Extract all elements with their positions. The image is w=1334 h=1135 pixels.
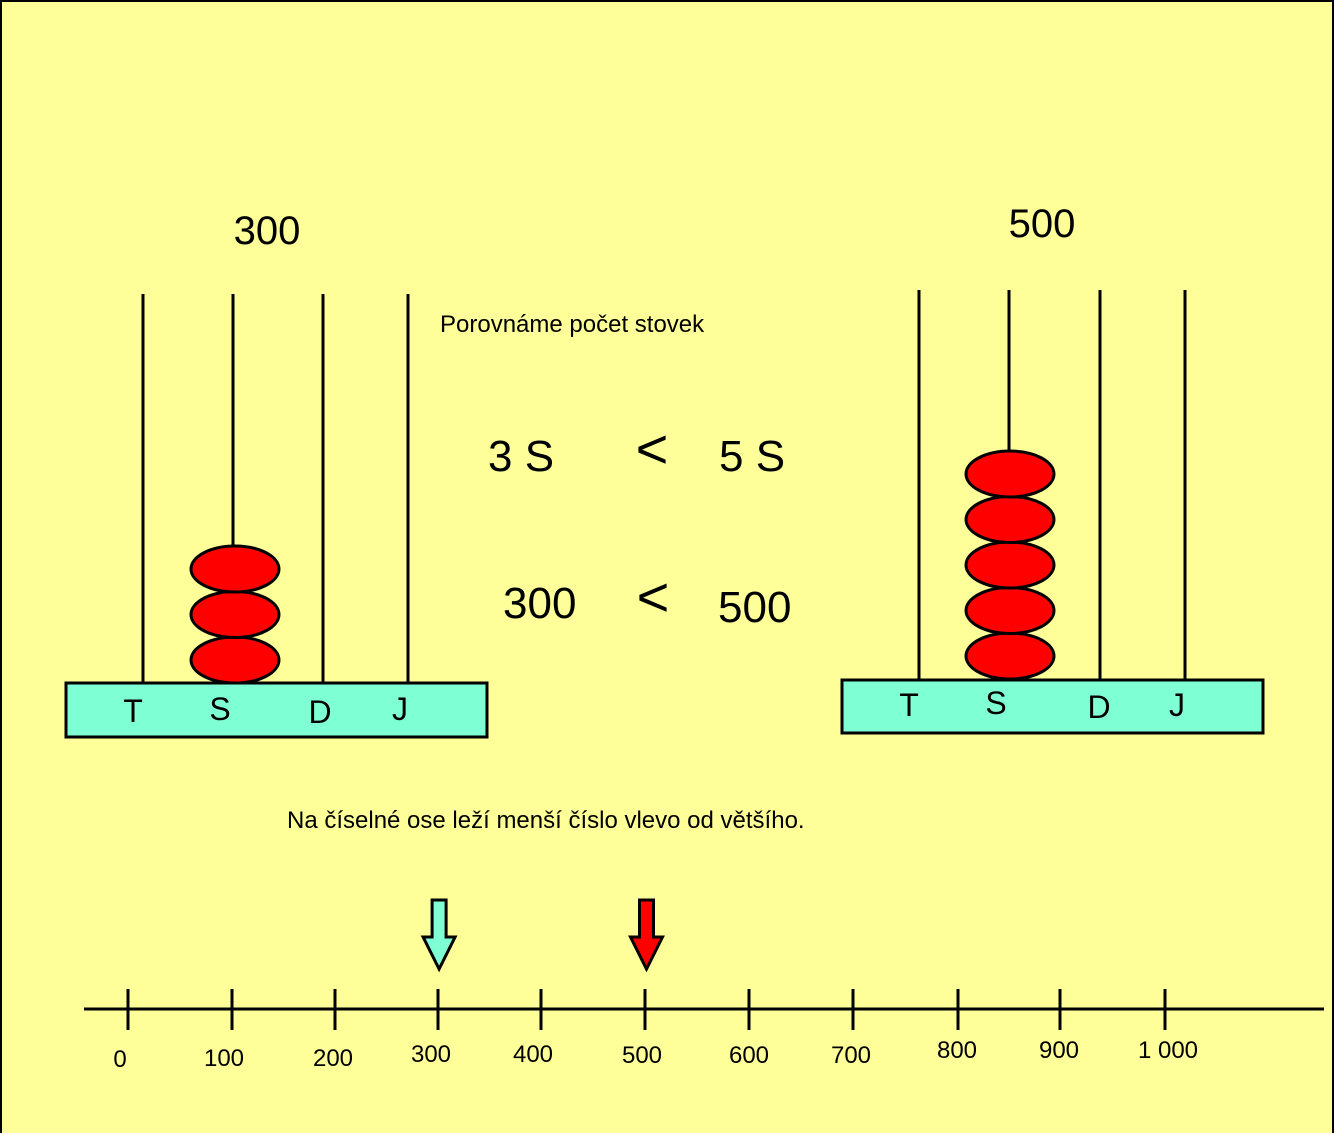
tick-label: 400 xyxy=(513,1041,553,1068)
left-label-d: D xyxy=(308,694,331,730)
hundreds-right: 5 S xyxy=(719,432,785,481)
tick-label: 1 000 xyxy=(1138,1037,1198,1064)
tick-label: 900 xyxy=(1039,1037,1079,1064)
number-line: Na číselné ose leží menší číslo vlevo od… xyxy=(84,807,1324,1073)
comparison: Porovnáme počet stovek 3 S < 5 S 300 < 5… xyxy=(440,311,791,632)
numbers-left: 300 xyxy=(503,579,576,628)
right-abacus-value: 500 xyxy=(1009,202,1076,246)
left-label-s: S xyxy=(209,691,230,727)
hundreds-less-than-sign: < xyxy=(636,417,669,480)
right-s-bead xyxy=(964,449,1056,499)
right-s-bead xyxy=(964,495,1056,544)
numbers-right: 500 xyxy=(718,583,791,632)
number-line-ticks: 0 100 200 300 400 500 600 700 800 900 1 000 xyxy=(113,989,1198,1073)
left-abacus-value: 300 xyxy=(234,209,301,253)
tick-label: 800 xyxy=(937,1037,977,1064)
right-s-bead xyxy=(964,631,1056,681)
tick-label: 300 xyxy=(411,1041,451,1068)
right-label-t: T xyxy=(899,687,919,723)
right-bead-stack xyxy=(964,449,1056,681)
tick-label: 500 xyxy=(622,1042,662,1069)
left-abacus-base xyxy=(64,681,489,739)
arrow-marker-500 xyxy=(628,898,665,973)
left-s-bead xyxy=(189,635,281,685)
right-label-j: J xyxy=(1169,687,1185,723)
tick-label: 0 xyxy=(113,1046,126,1073)
tick-label: 200 xyxy=(313,1045,353,1072)
hundreds-left: 3 S xyxy=(488,432,554,481)
right-s-bead xyxy=(964,586,1056,635)
number-line-arrows xyxy=(420,898,665,973)
left-abacus: 300 T S D J xyxy=(64,209,489,739)
left-s-bead xyxy=(189,590,281,639)
right-abacus-base xyxy=(840,678,1265,735)
comparison-heading: Porovnáme počet stovek xyxy=(440,311,705,338)
number-line-caption: Na číselné ose leží menší číslo vlevo od… xyxy=(287,807,805,834)
right-label-s: S xyxy=(985,685,1006,721)
right-abacus: 500 T S D J xyxy=(840,202,1265,735)
left-label-t: T xyxy=(123,693,143,729)
right-s-bead xyxy=(964,540,1056,590)
arrow-marker-300 xyxy=(420,898,458,973)
numbers-less-than-sign: < xyxy=(637,565,670,628)
tick-label: 700 xyxy=(831,1042,871,1069)
tick-label: 100 xyxy=(204,1045,244,1072)
left-label-j: J xyxy=(392,691,408,727)
left-s-bead xyxy=(189,544,281,594)
left-bead-stack xyxy=(189,544,281,685)
tick-label: 600 xyxy=(729,1042,769,1069)
right-label-d: D xyxy=(1087,689,1110,725)
